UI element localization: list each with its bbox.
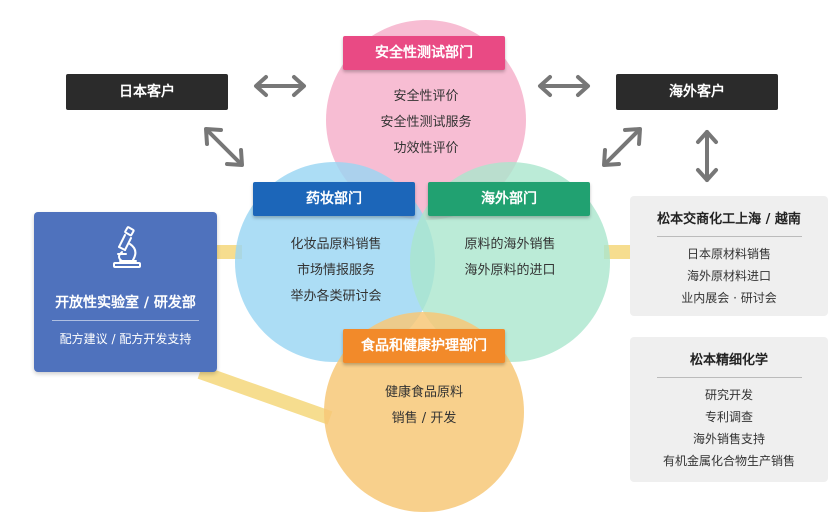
partner-item: 研究开发 (704, 388, 753, 402)
partner-title: 松本交商化工上海 / 越南 (657, 212, 801, 227)
safety-dept-items: 安全性评价 安全性测试服务 功效性评价 (340, 84, 512, 162)
food-dept-items: 健康食品原料 销售 / 开发 (338, 380, 510, 432)
divider (52, 320, 199, 321)
divider (656, 377, 802, 378)
open-lab-title: 开放性实验室 / 研发部 (55, 295, 196, 311)
safety-item: 功效性评价 (393, 141, 459, 156)
safety-item: 安全性评价 (393, 89, 459, 104)
overseas-dept-items: 原料的海外销售 海外原料的进口 (424, 232, 596, 284)
partner-item: 海外销售支持 (692, 432, 765, 446)
japan-client-box: 日本客户 (66, 74, 228, 110)
open-lab-subtitle: 配方建议 / 配方开发支持 (59, 332, 192, 346)
partner-item: 海外原材料进口 (686, 269, 771, 283)
overseas-client-box: 海外客户 (616, 74, 778, 110)
food-dept-label: 食品和健康护理部门 (343, 329, 505, 363)
partner-title: 松本精细化学 (689, 353, 768, 368)
microscope-icon (113, 226, 141, 268)
safety-item: 安全性测试服务 (380, 115, 472, 130)
vertical-double-arrow-icon (696, 130, 718, 182)
partner-item: 日本原材料销售 (686, 247, 771, 261)
cosmetics-item: 举办各类研讨会 (290, 289, 382, 304)
overseas-item: 海外原料的进口 (464, 263, 556, 278)
lab-food-connector-line (197, 365, 333, 425)
partner-box-fine-chemical: 松本精细化学 研究开发 专利调查 海外销售支持 有机金属化合物生产销售 (630, 337, 828, 482)
partner-item: 有机金属化合物生产销售 (662, 454, 795, 468)
cosmetics-item: 化妆品原料销售 (290, 237, 382, 252)
food-item: 销售 / 开发 (391, 411, 457, 426)
divider (656, 236, 802, 237)
safety-dept-label: 安全性测试部门 (343, 36, 505, 70)
diagonal-double-arrow-icon (602, 127, 642, 167)
partner-item: 专利调查 (704, 410, 753, 424)
overseas-item: 原料的海外销售 (464, 237, 556, 252)
partner-box-shanghai-vietnam: 松本交商化工上海 / 越南 日本原材料销售 海外原材料进口 业内展会 · 研讨会 (630, 196, 828, 316)
open-lab-panel: 开放性实验室 / 研发部 配方建议 / 配方开发支持 (34, 212, 217, 372)
cosmetics-item: 市场情报服务 (296, 263, 375, 278)
cosmetics-dept-items: 化妆品原料销售 市场情报服务 举办各类研讨会 (250, 232, 422, 310)
overseas-dept-label: 海外部门 (428, 182, 590, 216)
partner-item: 业内展会 · 研讨会 (681, 291, 777, 305)
double-arrow-icon (254, 75, 306, 97)
cosmetics-dept-label: 药妆部门 (253, 182, 415, 216)
double-arrow-icon (538, 75, 590, 97)
food-item: 健康食品原料 (384, 385, 463, 400)
diagonal-double-arrow-icon (204, 127, 244, 167)
